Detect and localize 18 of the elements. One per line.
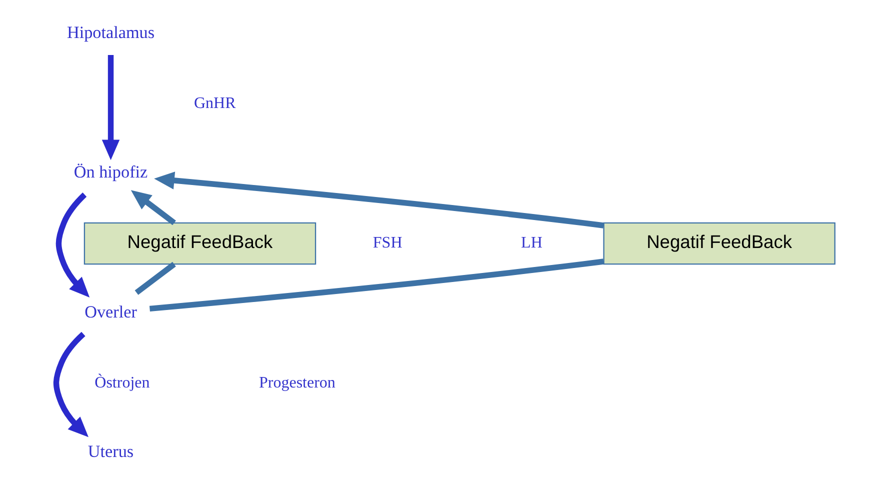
node-text: Hipotalamus (66, 22, 155, 42)
arrow (56, 192, 90, 297)
node-text: Ön hipofiz (74, 162, 148, 182)
arrow (53, 331, 88, 437)
label: LH (521, 234, 542, 252)
node-text: Overler (84, 302, 137, 321)
node-text: Uterus (88, 441, 134, 460)
arrow (102, 54, 120, 160)
label: Progesteron (259, 374, 336, 391)
arrow (130, 190, 176, 225)
connector (149, 258, 604, 312)
node-box: Negatif FeedBack (84, 222, 316, 264)
label: GnHR (194, 94, 236, 112)
label: Òstrojen (94, 374, 150, 391)
label: FSH (372, 234, 402, 252)
arrow (154, 171, 604, 228)
node-box: Negatif FeedBack (603, 222, 836, 264)
connector (134, 261, 176, 294)
